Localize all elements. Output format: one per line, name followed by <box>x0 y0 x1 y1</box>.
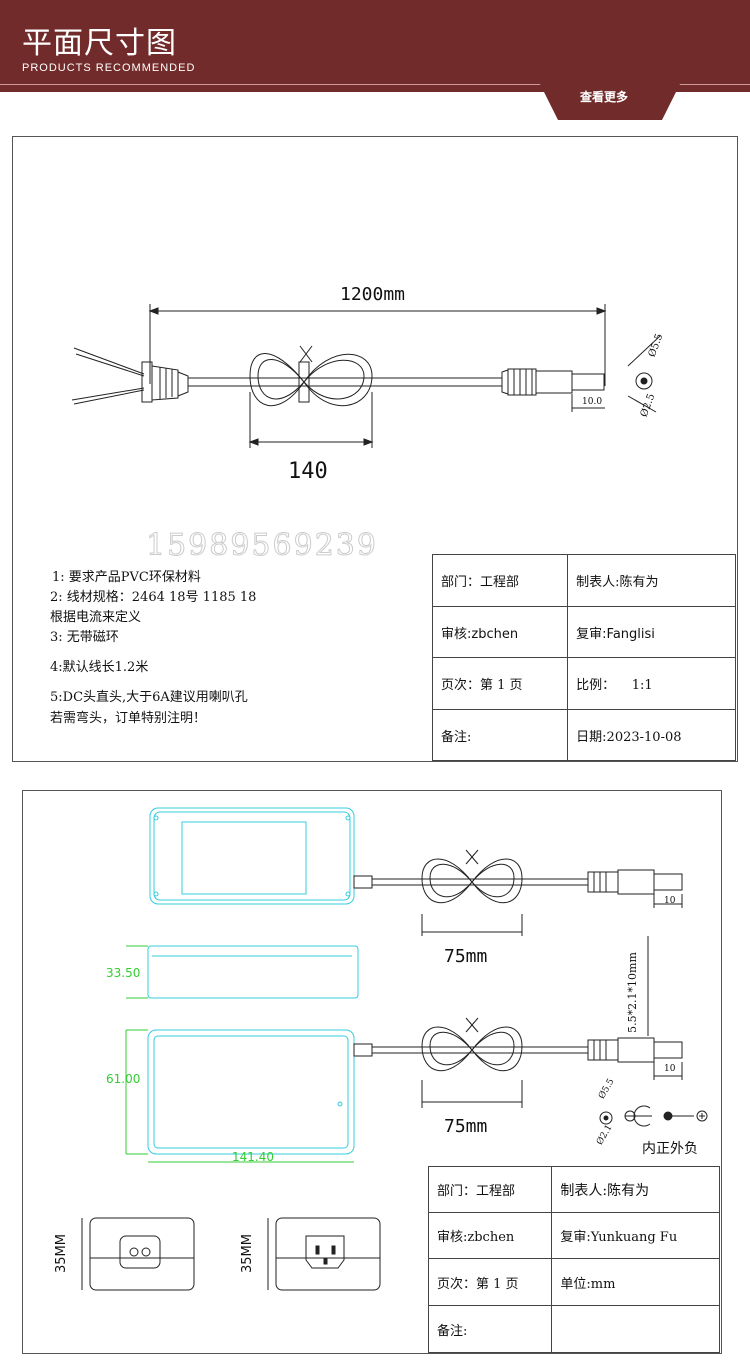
page-title: 平面尺寸图 <box>22 26 177 61</box>
page-subtitle: PRODUCTS RECOMMENDED <box>22 62 196 74</box>
socket-dim-left: 35MM <box>53 1234 69 1273</box>
tb1-review: 审核:zbchen <box>431 606 569 658</box>
tb1-scale: 比例： 1:1 <box>567 657 736 710</box>
note-2b: 根据电流来定义 <box>50 610 142 625</box>
dim-length-label: 1200mm <box>340 284 406 305</box>
view-more-link[interactable]: 查看更多 <box>580 90 629 104</box>
dim-loop-label: 140 <box>288 459 328 484</box>
note-3: 3: 无带磁环 <box>50 630 119 645</box>
note-5: 5:DC头直头,大于6A建议用喇叭孔 <box>50 690 248 705</box>
dim-loop-top: 75mm <box>444 946 488 967</box>
tb2-empty <box>551 1305 720 1353</box>
dim-width-label: 61.00 <box>106 1072 141 1086</box>
dim-plug-top: 10 <box>664 896 676 906</box>
tb2-dept: 部门：工程部 <box>427 1166 553 1213</box>
tb1-recheck: 复审:Fanglisi <box>567 606 736 658</box>
header-banner: 平面尺寸图 PRODUCTS RECOMMENDED <box>0 0 750 92</box>
plug-spec-label: 5.5*2.1*10mm <box>625 952 639 1033</box>
tb1-dept: 部门：工程部 <box>431 554 569 607</box>
tb1-maker: 制表人:陈有为 <box>567 554 736 607</box>
socket-dim-right: 35MM <box>239 1234 255 1273</box>
tb2-unit: 单位:mm <box>551 1258 720 1306</box>
dim-loop-bottom: 75mm <box>444 1116 488 1137</box>
note-2: 2: 线材规格：2464 18号 1185 18 <box>50 590 257 605</box>
tb2-review: 审核:zbchen <box>427 1212 553 1259</box>
banner-divider <box>0 84 750 85</box>
tb2-maker: 制表人:陈有为 <box>551 1166 720 1213</box>
tb2-recheck: 复审:Yunkuang Fu <box>551 1212 720 1259</box>
dim-height-label: 33.50 <box>106 966 141 980</box>
polarity-label: 内正外负 <box>642 1141 698 1157</box>
note-5b: 若需弯头，订单特别注明！ <box>50 711 207 726</box>
tb1-remark: 备注: <box>431 709 569 761</box>
note-1: 1: 要求产品PVC环保材料 <box>52 570 201 585</box>
phone-watermark: 15989569239 <box>146 528 378 564</box>
tb1-date: 日期:2023-10-08 <box>567 709 736 761</box>
adapter-drawing-2 <box>125 807 708 1163</box>
tb1-scale-value: 1:1 <box>631 678 653 693</box>
view-more-tab[interactable] <box>540 76 680 120</box>
cable-drawing-1 <box>71 304 661 448</box>
dim-plug-bottom: 10 <box>664 1064 676 1074</box>
tb2-page: 页次：第 1 页 <box>427 1258 553 1306</box>
socket-views <box>81 1217 381 1291</box>
dim-length-label: 141.40 <box>232 1150 274 1164</box>
dim-plug-label: 10.0 <box>582 397 603 407</box>
tb2-remark: 备注: <box>427 1305 553 1353</box>
tb1-scale-label: 比例： <box>576 678 616 693</box>
tb1-page: 页次：第 1 页 <box>431 657 569 710</box>
note-4: 4:默认线长1.2米 <box>50 660 149 675</box>
